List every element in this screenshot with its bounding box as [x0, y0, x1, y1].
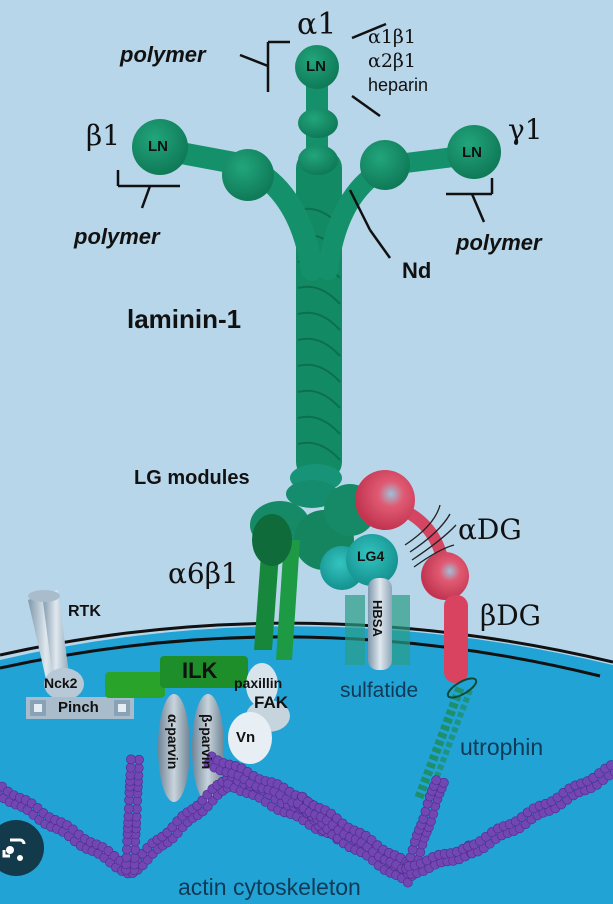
nck2-label: Nck2	[44, 675, 78, 691]
alpha1-ln-domain	[295, 45, 339, 89]
polymer-label-top: polymer	[120, 42, 206, 67]
gamma1-globule	[360, 140, 410, 190]
alpha-dg-label: αDG	[458, 513, 522, 546]
beta-parvin-label: β-parvin	[199, 714, 215, 770]
lg-modules-label: LG modules	[134, 467, 250, 489]
actin-bead	[606, 760, 613, 771]
coil-stripe	[297, 415, 341, 435]
actin-bead	[123, 803, 134, 814]
gamma1-chain-label: γ1	[508, 113, 543, 146]
nd-label: Nd	[402, 258, 432, 283]
fak-label: FAK	[254, 693, 288, 712]
ln-alpha-label: LN	[306, 58, 326, 75]
gamma1-ln-domain	[447, 125, 501, 179]
coil-stripe	[297, 389, 341, 409]
actin-bead	[125, 762, 136, 773]
alpha1-globule-1	[298, 108, 338, 138]
sulfatide-label: sulfatide	[340, 679, 419, 702]
alpha-parvin-label: α-parvin	[165, 714, 181, 770]
sulfatide-lipids	[345, 595, 410, 665]
coil-stripe	[297, 311, 341, 331]
alpha1-binder-2: α2β1	[368, 50, 416, 72]
membrane-outer	[0, 621, 613, 664]
google-lens-icon[interactable]	[0, 820, 44, 876]
integrin-head	[252, 514, 292, 566]
hbsa-label: HBSA	[370, 600, 385, 637]
actin-filaments	[0, 751, 613, 888]
beta1-ln-domain	[132, 119, 188, 175]
coil-stripe	[297, 285, 341, 305]
lg4-domain	[346, 534, 398, 586]
membrane-inner	[0, 635, 601, 678]
beta-parvin-protein	[192, 694, 224, 802]
integrin-label: α6β1	[168, 557, 239, 590]
integrin-alpha6-leg	[254, 540, 280, 650]
alpha-dg-n-globule	[355, 470, 415, 530]
rtk-receptor	[28, 590, 70, 688]
alpha1-chain-label: α1	[297, 7, 337, 42]
ln-beta-label: LN	[148, 138, 168, 155]
glycan-chains	[404, 504, 457, 568]
polymer-label-right: polymer	[456, 230, 542, 255]
ilk-label: ILK	[182, 658, 218, 683]
paxillin-protein	[246, 663, 278, 707]
alpha-dg-c-globule	[421, 552, 469, 600]
actin-bead	[126, 754, 136, 765]
laminin-title: laminin-1	[127, 304, 242, 334]
beta-dg-rod	[444, 595, 468, 683]
pointer-line	[239, 53, 269, 68]
rtk-label: RTK	[68, 603, 101, 620]
beta1-chain-label: β1	[86, 119, 121, 152]
nck2-protein	[44, 668, 84, 700]
alpha1-globule-2	[298, 145, 338, 175]
ln-gamma-label: LN	[462, 144, 482, 161]
beta1-globule	[222, 149, 274, 201]
cytoplasm	[0, 626, 613, 904]
alpha1-binder-1: α1β1	[368, 26, 416, 48]
alpha1-binder-3: heparin	[368, 75, 429, 95]
vn-label: Vn	[236, 729, 256, 746]
pointer-line	[140, 185, 152, 209]
lg-module-2	[286, 480, 338, 508]
integrin-beta1-leg	[276, 540, 300, 660]
vn-protein	[228, 712, 272, 764]
pointer-line	[348, 189, 372, 231]
actin-bead	[122, 844, 132, 855]
paxillin-label: paxillin	[234, 675, 283, 691]
hbsa-rod	[368, 578, 392, 670]
pointer-line	[351, 22, 387, 40]
coil-stripe	[297, 363, 341, 383]
pointer-line	[470, 193, 486, 223]
alpha-parvin-protein	[158, 694, 190, 802]
polymer-label-left: polymer	[74, 224, 160, 249]
actin-bead	[610, 767, 613, 777]
lg4-label: LG4	[357, 548, 385, 564]
utrophin-anchor	[446, 677, 478, 699]
actin-label: actin cytoskeleton	[178, 874, 361, 900]
pointer-line	[368, 229, 392, 259]
utrophin-label: utrophin	[460, 734, 544, 760]
actin-bead	[431, 775, 442, 786]
laminin-coiled-coil	[296, 150, 342, 480]
coil-stripe	[297, 337, 341, 357]
utrophin-strand	[413, 686, 465, 802]
pinch-protein	[26, 697, 134, 719]
ilk-protein	[105, 656, 248, 698]
coil-stripe	[297, 441, 341, 461]
pointer-line	[351, 94, 381, 118]
pinch-label: Pinch	[58, 699, 99, 716]
beta-dg-label: βDG	[480, 599, 542, 632]
